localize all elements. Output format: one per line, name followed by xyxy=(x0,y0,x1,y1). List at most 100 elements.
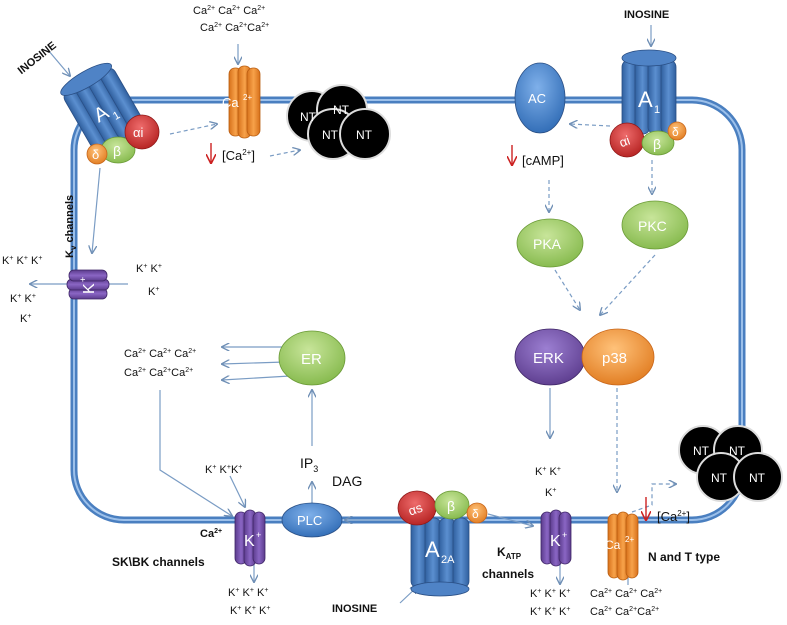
erk-label: ERK xyxy=(533,350,564,367)
kv-label: K xyxy=(81,283,98,294)
p38-kinase xyxy=(581,328,655,386)
pkc-label: PKC xyxy=(638,218,667,234)
svg-text:K+: K+ xyxy=(20,313,31,325)
a1-right-sub: 1 xyxy=(654,104,660,116)
ca-ions-top: Ca2+ Ca2+ Ca2+ Ca2+ Ca2+Ca2+ xyxy=(193,5,269,34)
svg-text:Ca2+ Ca2+ Ca2+: Ca2+ Ca2+ Ca2+ xyxy=(124,348,196,360)
a1-receptor-left: A 1 xyxy=(60,62,146,155)
katp-label: KATP xyxy=(497,545,522,561)
plc-label: PLC xyxy=(297,513,322,528)
kv-channels-label: Kv channels xyxy=(64,195,78,258)
ac-enzyme xyxy=(514,62,566,134)
nt-top-1: NT xyxy=(300,110,317,124)
delta-subunit-a2a xyxy=(466,502,488,524)
a2a-label: A xyxy=(425,537,440,562)
sk-bk-channels-label: SK\BK channels xyxy=(112,555,205,569)
alpha-s-label: αs xyxy=(406,500,425,519)
p38-label: p38 xyxy=(602,350,627,367)
svg-text:Ca2+ Ca2+Ca2+: Ca2+ Ca2+Ca2+ xyxy=(590,606,659,618)
svg-text:K+ K+: K+ K+ xyxy=(10,293,36,305)
beta-right-label: β xyxy=(653,136,661,152)
kv-sup: + xyxy=(78,277,88,282)
inosine-label-top: INOSINE xyxy=(624,9,669,21)
calcium-channel-bottom: Ca 2+ xyxy=(605,511,639,581)
decrease-arrows xyxy=(211,143,646,520)
beta-subunit-right xyxy=(641,130,675,156)
ca-concentration-top: [Ca2+] xyxy=(222,148,255,163)
k-ions-katp-bottom: K+ K+ K+ K+ K+ K+ xyxy=(530,588,570,618)
ip3-label: IP3 xyxy=(300,455,318,474)
nt-right-3: NT xyxy=(711,471,728,485)
katp-channel: K + xyxy=(540,509,572,567)
nt-top-3: NT xyxy=(322,128,339,142)
ca-channel-bottom-sup: 2+ xyxy=(625,535,634,544)
pka-kinase xyxy=(516,218,584,268)
nt-top-4: NT xyxy=(356,128,373,142)
a2a-receptor: A 2A xyxy=(410,517,470,597)
a2a-sub: 2A xyxy=(441,554,455,566)
pkc-kinase xyxy=(621,200,689,250)
a1-right-label: A xyxy=(638,87,653,112)
svg-text:K+ K+ K+: K+ K+ K+ xyxy=(530,606,570,618)
sk-bk-channel: K + xyxy=(234,509,266,567)
a1-receptor-right: A 1 xyxy=(621,49,677,135)
svg-text:Ca2+ Ca2+Ca2+: Ca2+ Ca2+Ca2+ xyxy=(200,22,269,34)
cell-membrane xyxy=(70,96,746,524)
a1-left-sub: 1 xyxy=(111,109,122,122)
camp-concentration: [cAMP] xyxy=(522,153,564,168)
pka-label: PKA xyxy=(533,236,562,252)
alpha-i-subunit-left xyxy=(124,114,160,150)
inosine-label-left: INOSINE xyxy=(16,40,59,77)
ca-channel-top-sup: 2+ xyxy=(243,93,252,102)
nt-vesicles-right: NT NT NT NT xyxy=(678,425,783,502)
nt-top-2: NT xyxy=(333,103,350,117)
n-t-type-label: N and T type xyxy=(648,550,720,564)
katp-k-sup: + xyxy=(562,530,567,540)
svg-text:K+ K+ K+: K+ K+ K+ xyxy=(228,587,268,599)
nt-right-2: NT xyxy=(729,444,746,458)
svg-text:K+: K+ xyxy=(545,487,556,499)
ca-ions-er: Ca2+ Ca2+ Ca2+ Ca2+ Ca2+Ca2+ xyxy=(124,348,196,379)
ca-channel-top-label: Ca xyxy=(222,95,239,110)
svg-text:K+ K+: K+ K+ xyxy=(535,466,561,478)
er-label: ER xyxy=(301,351,322,368)
er-organelle xyxy=(278,330,346,386)
svg-text:K+ K+ K+: K+ K+ K+ xyxy=(230,605,270,617)
svg-text:K+ K+: K+ K+ xyxy=(136,263,162,275)
katp-k-label: K xyxy=(550,533,561,550)
inosine-label-bottom: INOSINE xyxy=(332,603,377,615)
nt-right-1: NT xyxy=(693,444,710,458)
svg-text:Ca2+ Ca2+Ca2+: Ca2+ Ca2+Ca2+ xyxy=(124,367,193,379)
delta-left-label: δ xyxy=(92,147,99,162)
svg-text:K+ K+ K+: K+ K+ K+ xyxy=(530,588,570,600)
ca-ion-sk-bk: Ca2+ xyxy=(200,528,222,540)
k-ions-sk-bk-top: K+ K+K+ xyxy=(205,464,242,476)
ac-label: AC xyxy=(528,91,546,106)
svg-text:Ca2+ Ca2+ Ca2+: Ca2+ Ca2+ Ca2+ xyxy=(193,5,265,17)
alpha-i-left-label: αi xyxy=(133,125,144,140)
ca-channel-bottom-label: Ca xyxy=(605,538,621,552)
delta-subunit-left xyxy=(86,143,108,165)
svg-text:K+ K+ K+: K+ K+ K+ xyxy=(2,255,42,267)
alpha-i-right-label: αi xyxy=(617,133,632,151)
k-ions-sk-bk-bottom: K+ K+ K+ K+ K+ K+ xyxy=(228,587,270,617)
beta-a2a-label: β xyxy=(447,498,455,514)
sk-bk-k-sup: + xyxy=(256,530,261,540)
delta-right-label: δ xyxy=(672,125,679,139)
ca-ions-bottom: Ca2+ Ca2+ Ca2+ Ca2+ Ca2+Ca2+ xyxy=(590,588,662,618)
k-ions-inside-left: K+ K+ K+ xyxy=(136,263,162,298)
svg-text:K+: K+ xyxy=(148,286,159,298)
plc-enzyme xyxy=(281,502,343,538)
nt-vesicles-top: NT NT NT NT xyxy=(286,84,391,160)
katp-channels-label: channels xyxy=(482,567,534,581)
delta-a2a-label: δ xyxy=(472,507,479,521)
nt-right-4: NT xyxy=(749,471,766,485)
calcium-channel-top: Ca 2+ xyxy=(222,65,261,139)
delta-subunit-right xyxy=(667,121,687,141)
beta-left-label: β xyxy=(113,143,121,159)
dag-label: DAG xyxy=(332,473,362,489)
k-ions-katp-top: K+ K+ K+ xyxy=(535,466,561,499)
beta-subunit-a2a xyxy=(434,490,470,520)
